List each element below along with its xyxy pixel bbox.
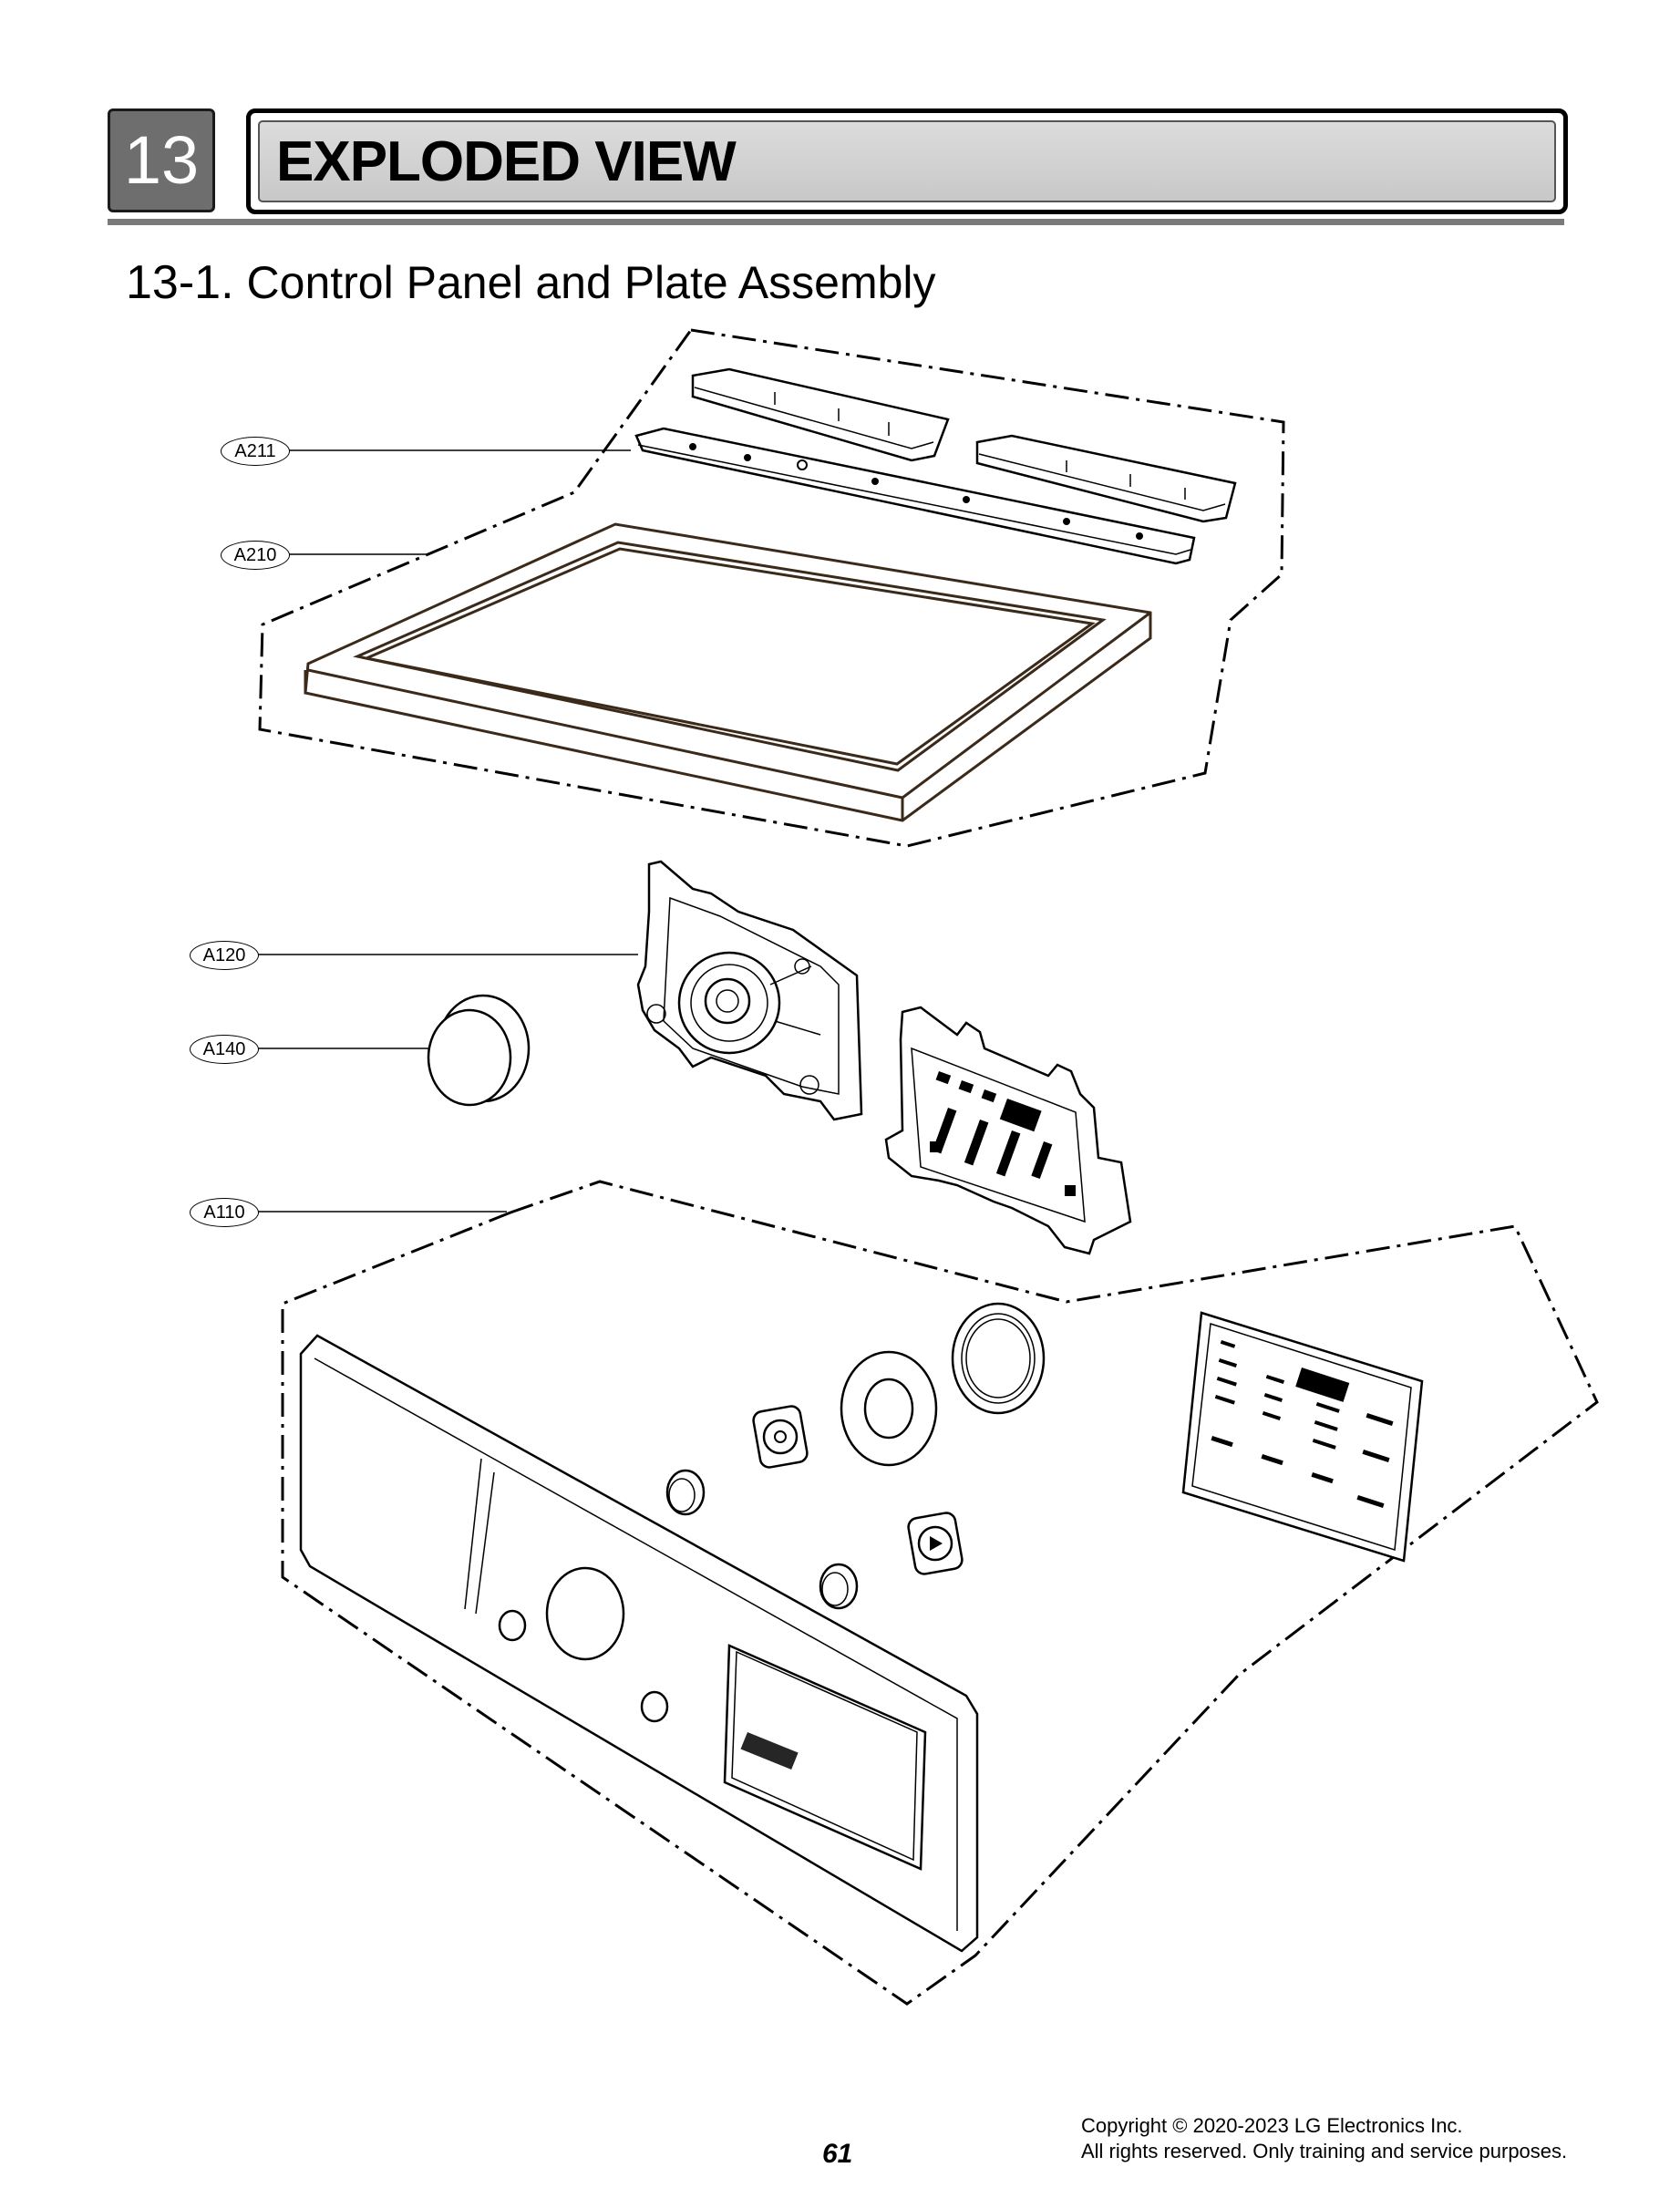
start-button <box>907 1512 964 1575</box>
section-number-badge: 13 <box>108 108 215 212</box>
button-cap-left <box>665 1469 706 1516</box>
knob-ring <box>951 1302 1046 1415</box>
header-rule <box>108 219 1564 225</box>
copyright-line-1: Copyright © 2020-2023 LG Electronics Inc… <box>1081 2114 1463 2137</box>
subsection-heading: 13-1.Control Panel and Plate Assembly <box>126 255 936 310</box>
subsection-number: 13-1. <box>126 256 234 309</box>
plate-group-boundary <box>258 328 1285 848</box>
callout-a210: A210 <box>221 541 290 570</box>
page-number: 61 <box>822 2139 853 2169</box>
control-panel-a110 <box>299 1334 979 1953</box>
copyright-block: Copyright © 2020-2023 LG Electronics Inc… <box>1081 2113 1567 2164</box>
section-number: 13 <box>123 122 200 198</box>
display-decal <box>1181 1311 1424 1563</box>
section-title-banner: EXPLODED VIEW <box>246 108 1568 214</box>
pcb-board <box>884 1006 1132 1255</box>
section-title: EXPLODED VIEW <box>276 130 737 193</box>
control-panel-group <box>281 1180 1599 2006</box>
banner-inner: EXPLODED VIEW <box>258 120 1556 202</box>
top-plate-a210 <box>304 522 1152 822</box>
knob-bezel <box>840 1350 938 1467</box>
copyright-line-2: All rights reserved. Only training and s… <box>1081 2140 1568 2162</box>
callout-a140: A140 <box>190 1035 259 1064</box>
callout-a120: A120 <box>190 941 259 970</box>
callout-a110: A110 <box>190 1198 259 1227</box>
knob-a140 <box>427 994 531 1107</box>
top-bracket-right <box>975 434 1237 523</box>
callout-a211: A211 <box>221 437 290 466</box>
rail-a211 <box>634 427 1196 565</box>
panel-group-boundary <box>281 1180 1599 2006</box>
subsection-title: Control Panel and Plate Assembly <box>246 257 936 308</box>
plate-assembly-group <box>258 328 1285 848</box>
top-bracket-left <box>691 367 950 462</box>
button-cap-lower <box>819 1563 859 1610</box>
power-button <box>752 1405 809 1469</box>
control-frame-a120 <box>636 860 863 1121</box>
